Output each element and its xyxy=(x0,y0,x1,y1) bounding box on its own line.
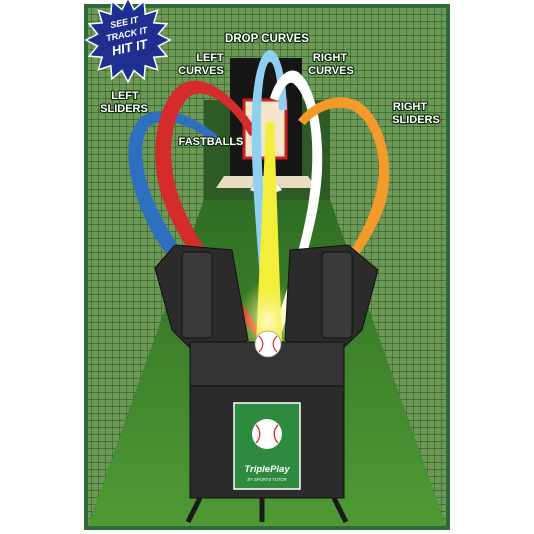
right-sliders-path xyxy=(292,97,390,327)
label-left-curves-line1: LEFT xyxy=(196,52,224,64)
left-curves-path xyxy=(155,80,268,345)
cage-left-wall xyxy=(88,8,204,526)
logo-sub-text: BY SPORTS TUTOR xyxy=(247,477,286,482)
brand-logo-panel: TriplePlay BY SPORTS TUTOR xyxy=(233,402,301,490)
label-right-curves-line1: RIGHT xyxy=(313,52,348,64)
logo-baseball-icon xyxy=(252,419,282,449)
machine-right-wheel xyxy=(321,251,353,339)
cage-right-wall xyxy=(330,8,446,526)
label-left-sliders-line1: LEFT xyxy=(111,90,139,102)
baseball-icon xyxy=(254,330,282,358)
label-drop-curves: DROP CURVES xyxy=(225,33,309,45)
machine-legs xyxy=(185,496,349,524)
label-left-sliders-line2: SLIDERS xyxy=(100,103,148,115)
label-right-sliders-line2: SLIDERS xyxy=(392,114,440,126)
label-right-sliders-line1: RIGHT xyxy=(393,101,428,113)
fastball-glow xyxy=(238,280,298,360)
label-fastballs: FASTBALLS xyxy=(179,136,244,148)
label-left-curves-line2: CURVES xyxy=(178,65,224,77)
machine-left-wheel xyxy=(181,251,213,339)
baseball-seams xyxy=(258,335,278,353)
label-right-curves-line2: CURVES xyxy=(308,65,354,77)
logo-brand-text: TriplePlay xyxy=(244,464,290,475)
see-it-badge: SEE IT TRACK IT HIT IT xyxy=(84,0,172,84)
